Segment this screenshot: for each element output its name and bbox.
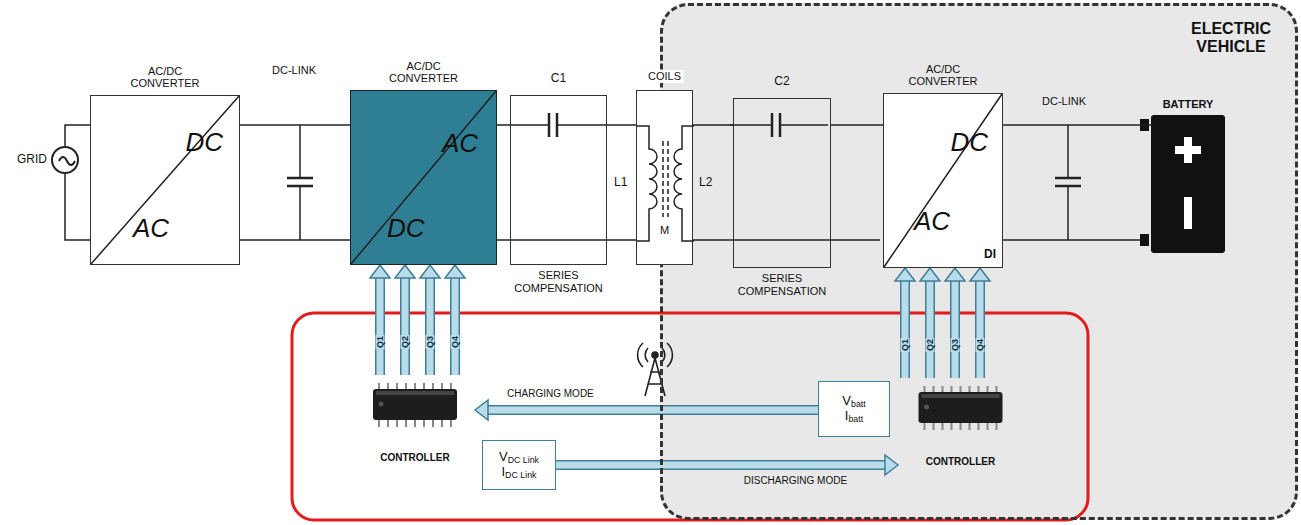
power-wire: [240, 125, 350, 126]
battery-symbol: [1151, 115, 1225, 253]
gate-signal-label: Q3: [426, 335, 435, 349]
signal-arrow: [445, 265, 465, 375]
signal-arrow: [370, 265, 390, 375]
port-label: AC: [133, 214, 169, 244]
gate-signal-label: Q1: [901, 338, 910, 352]
power-wire: [1003, 125, 1151, 126]
mode-label: DISCHARGING MODE: [744, 475, 847, 487]
battery-terminal: [1140, 234, 1149, 246]
compensation-label: SERIES COMPENSATION: [734, 272, 830, 297]
controller: CONTROLLER: [898, 378, 1023, 473]
signal-arrow: [945, 268, 965, 378]
ac-source-symbol: [53, 148, 77, 172]
signal-arrow: [420, 265, 440, 375]
signal-arrow: [970, 268, 990, 378]
power-wire: [831, 125, 883, 126]
ac-source: GRID: [51, 146, 79, 174]
port-label: AC: [914, 207, 950, 237]
power-wire: [65, 125, 90, 146]
gate-signal-label: Q1: [376, 335, 385, 349]
power-wire: [693, 125, 733, 126]
port-label: DC: [185, 128, 223, 158]
signal-name: VDC Link: [499, 450, 539, 465]
compensation-box: C2SERIES COMPENSATION: [733, 98, 831, 268]
battery-label: BATTERY: [1163, 98, 1214, 111]
highlight-frame: [292, 313, 1088, 520]
controller-label: CONTROLLER: [898, 456, 1023, 468]
signal-arrow: [395, 265, 415, 375]
converter-box: AC/DC CONVERTERDCAC: [90, 95, 240, 265]
converter-diagonal: [884, 94, 1002, 267]
signal-name: Ibatt: [845, 409, 863, 424]
gate-signal-label: Q2: [401, 335, 410, 349]
compensation-label: SERIES COMPENSATION: [511, 269, 607, 294]
region-heading: ELECTRIC VEHICLE: [1181, 20, 1281, 57]
controller: CONTROLLER: [355, 375, 475, 467]
gate-signal-label: Q4: [451, 335, 460, 349]
converter-heading: AC/DC CONVERTER: [903, 63, 983, 88]
compensation-box: C1SERIES COMPENSATION: [510, 95, 607, 265]
port-label: DI: [984, 248, 996, 262]
vehicle-ground: [660, 3, 1298, 520]
mode-label: CHARGING MODE: [507, 388, 594, 400]
coils-heading: COILS: [646, 70, 683, 83]
gate-signal-label: Q4: [976, 338, 985, 352]
gate-signal-label: Q3: [951, 338, 960, 352]
vehicle-region: ELECTRIC VEHICLEC2SERIES COMPENSATIONAC/…: [660, 3, 1298, 520]
source-label: GRID: [17, 153, 47, 167]
signal-arrow: [475, 400, 818, 420]
controller-label: CONTROLLER: [355, 452, 475, 464]
power-wire: [497, 125, 510, 126]
measurement-box: VDC LinkIDC Link: [482, 440, 556, 490]
coupled-coils: [637, 91, 692, 264]
gate-signal-label: Q2: [926, 338, 935, 352]
signal-name: IDC Link: [501, 465, 536, 480]
coils-box: COILS: [636, 90, 693, 265]
port-label: AC: [442, 129, 478, 159]
coil-label: L1: [614, 176, 627, 190]
converter-heading: AC/DC CONVERTER: [384, 60, 464, 85]
coil-label: L2: [699, 176, 712, 190]
measurement-box: VbattIbatt: [818, 381, 890, 437]
capacitor-label: DC-LINK: [272, 64, 316, 77]
antenna-symbol: [638, 343, 673, 396]
converter-heading: AC/DC CONVERTER: [125, 65, 205, 90]
capacitor-label: C1: [511, 72, 606, 86]
capacitor-label: DC-LINK: [1042, 95, 1086, 108]
signal-name: Vbatt: [842, 394, 865, 409]
capacitor-label: C2: [734, 75, 830, 89]
signal-arrow: [556, 455, 898, 475]
signal-arrow: [920, 268, 940, 378]
battery-box: BATTERY: [1151, 115, 1225, 253]
port-label: DC: [950, 128, 988, 158]
converter-box: AC/DC CONVERTERACDC: [350, 90, 497, 265]
signal-arrow: [895, 268, 915, 378]
port-label: DC: [387, 214, 425, 244]
power-wire: [607, 125, 636, 126]
converter-box: AC/DC CONVERTERDCACDI: [883, 93, 1003, 268]
